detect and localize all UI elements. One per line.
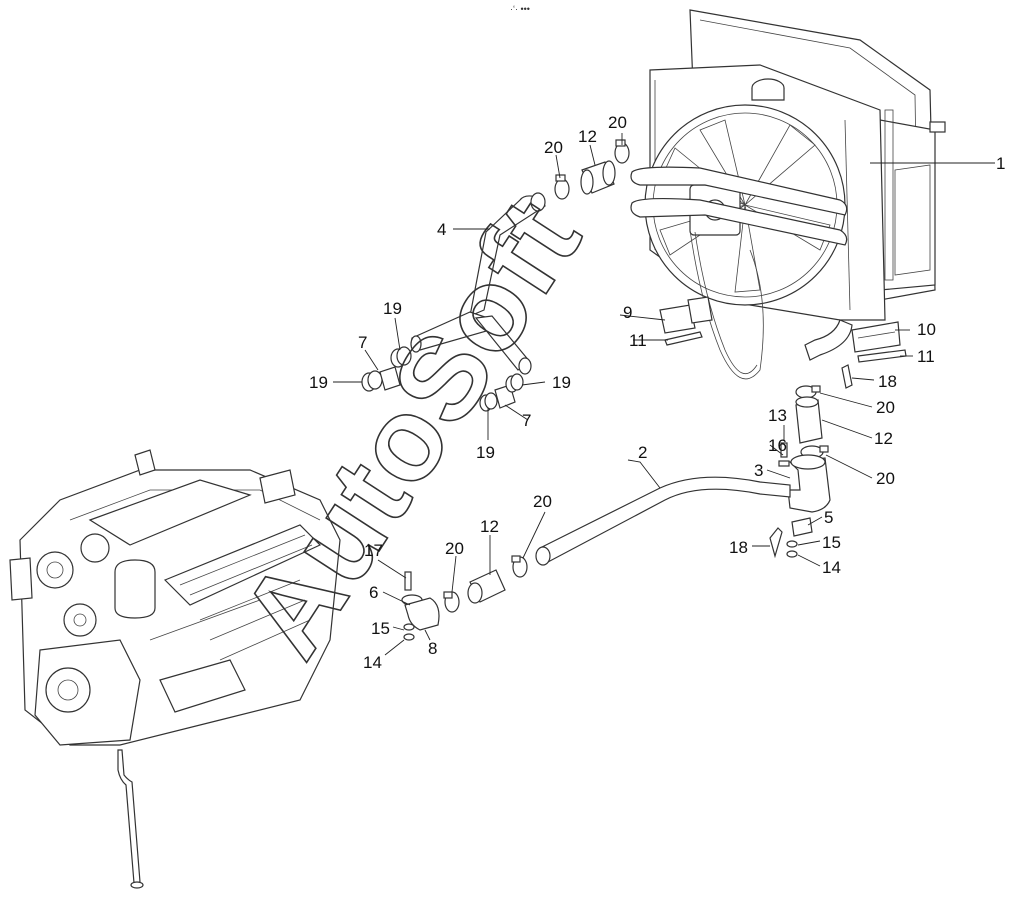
callout-7-middle: 7 bbox=[522, 411, 531, 430]
leader-lines bbox=[333, 133, 995, 656]
callout-15-left: 15 bbox=[371, 619, 390, 638]
callout-19-upper-left: 19 bbox=[383, 299, 402, 318]
hose-12-lower bbox=[443, 555, 528, 613]
callout-14-left: 14 bbox=[363, 653, 382, 672]
callout-12-right: 12 bbox=[874, 429, 893, 448]
pipe-2 bbox=[535, 476, 791, 566]
callout-2: 2 bbox=[638, 443, 647, 462]
callout-20-upper-left: 20 bbox=[544, 138, 563, 157]
callout-12-upper: 12 bbox=[578, 127, 597, 146]
callout-7-left: 7 bbox=[358, 333, 367, 352]
callout-17: 17 bbox=[364, 541, 383, 560]
callout-20-upper-right: 20 bbox=[608, 113, 627, 132]
engine bbox=[9, 449, 341, 889]
outlet-fittings-right bbox=[769, 364, 853, 559]
callout-13: 13 bbox=[768, 406, 787, 425]
callout-8: 8 bbox=[428, 639, 437, 658]
callout-19-left: 19 bbox=[309, 373, 328, 392]
callout-20-engine: 20 bbox=[445, 539, 464, 558]
callout-15-right: 15 bbox=[822, 533, 841, 552]
clamp-group-left bbox=[361, 346, 412, 392]
callout-9: 9 bbox=[623, 303, 632, 322]
callout-4: 4 bbox=[437, 220, 446, 239]
callout-20-right-lower: 20 bbox=[876, 469, 895, 488]
radiator-assembly bbox=[630, 9, 946, 380]
callout-5: 5 bbox=[824, 508, 833, 527]
engine-outlet-elbow bbox=[401, 571, 440, 641]
callout-12-lower: 12 bbox=[480, 517, 499, 536]
callout-20-lower: 20 bbox=[533, 492, 552, 511]
hose-12-upper bbox=[554, 139, 630, 200]
callout-1: 1 bbox=[996, 154, 1005, 173]
top-mark: ·‘· ••• bbox=[510, 4, 530, 14]
callout-6: 6 bbox=[369, 583, 378, 602]
callout-10: 10 bbox=[917, 320, 936, 339]
callout-labels: 1 2 3 4 5 6 7 7 8 9 10 11 11 12 12 12 13… bbox=[309, 113, 1005, 672]
callout-16: 16 bbox=[768, 436, 787, 455]
callout-19-middle: 19 bbox=[552, 373, 571, 392]
callout-11-right: 11 bbox=[917, 347, 935, 366]
callout-18-upper: 18 bbox=[878, 372, 897, 391]
callout-19-lower: 19 bbox=[476, 443, 495, 462]
callout-20-right-upper: 20 bbox=[876, 398, 895, 417]
callout-18-lower: 18 bbox=[729, 538, 748, 557]
callout-14-right: 14 bbox=[822, 558, 841, 577]
y-pipe-4 bbox=[410, 192, 546, 375]
callout-11-left: 11 bbox=[629, 331, 647, 350]
callout-3: 3 bbox=[754, 461, 763, 480]
clamp-group-middle bbox=[479, 373, 524, 412]
